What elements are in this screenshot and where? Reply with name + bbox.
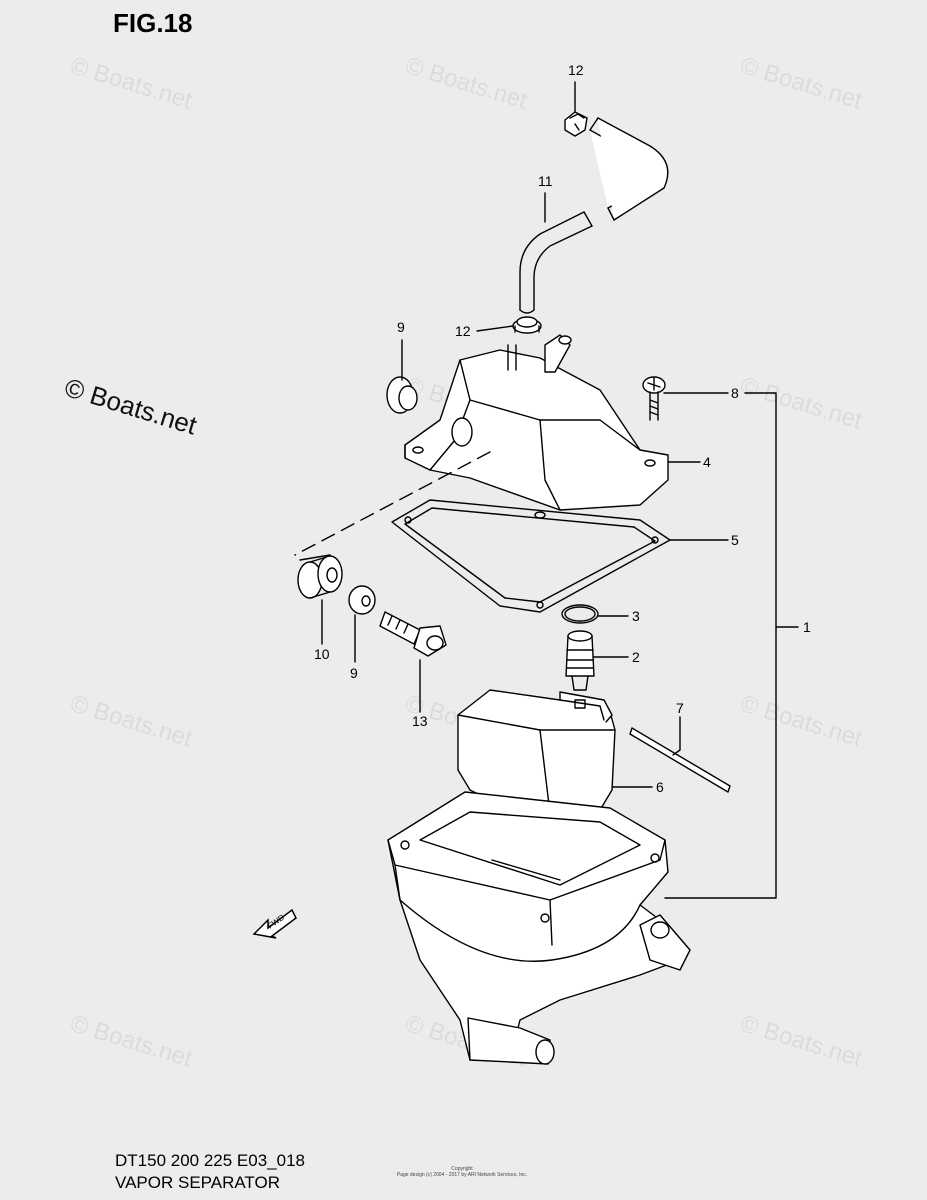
callout-9-lower: 9 (350, 665, 358, 681)
callout-12-top: 12 (568, 62, 584, 78)
float-valve[interactable] (565, 630, 595, 691)
hose-clamp-lower[interactable] (512, 316, 542, 334)
callout-8: 8 (731, 385, 739, 401)
copyright-block: Copyright Page design (c) 2004 - 2017 by… (372, 1166, 552, 1178)
callout-5: 5 (731, 532, 739, 548)
model-code: DT150 200 225 E03_018 (115, 1151, 305, 1170)
figure-title: FIG.18 (113, 8, 193, 38)
washer-lower[interactable] (348, 585, 376, 615)
separator-body[interactable] (387, 791, 691, 1065)
callout-13: 13 (412, 713, 428, 729)
callout-4: 4 (703, 454, 711, 470)
callout-7: 7 (676, 700, 684, 716)
callout-9-upper: 9 (397, 319, 405, 335)
cover-screw[interactable] (642, 376, 666, 421)
callout-3: 3 (632, 608, 640, 624)
hose-clamp-top[interactable] (564, 111, 588, 137)
mounting-grommet[interactable] (297, 555, 343, 599)
callout-2: 2 (632, 649, 640, 665)
callout-6: 6 (656, 779, 664, 795)
grommet-upper[interactable] (386, 376, 418, 414)
mounting-bolt[interactable] (379, 611, 447, 657)
callout-10: 10 (314, 646, 330, 662)
copyright-line: Copyright (451, 1166, 473, 1172)
fwd-arrow-icon: FWD (252, 908, 297, 939)
callout-12-lower: 12 (455, 323, 471, 339)
diagram-name: VAPOR SEPARATOR (115, 1173, 281, 1192)
vapor-hose[interactable] (519, 117, 669, 314)
callout-11: 11 (538, 173, 553, 189)
float-pin[interactable] (629, 727, 731, 793)
o-ring[interactable] (561, 604, 599, 624)
copyright-line: Page design (c) 2004 - 2017 by ARI Netwo… (396, 1172, 528, 1178)
callout-1: 1 (803, 619, 811, 635)
cover-gasket[interactable] (391, 499, 671, 613)
separator-cover[interactable] (404, 334, 669, 519)
